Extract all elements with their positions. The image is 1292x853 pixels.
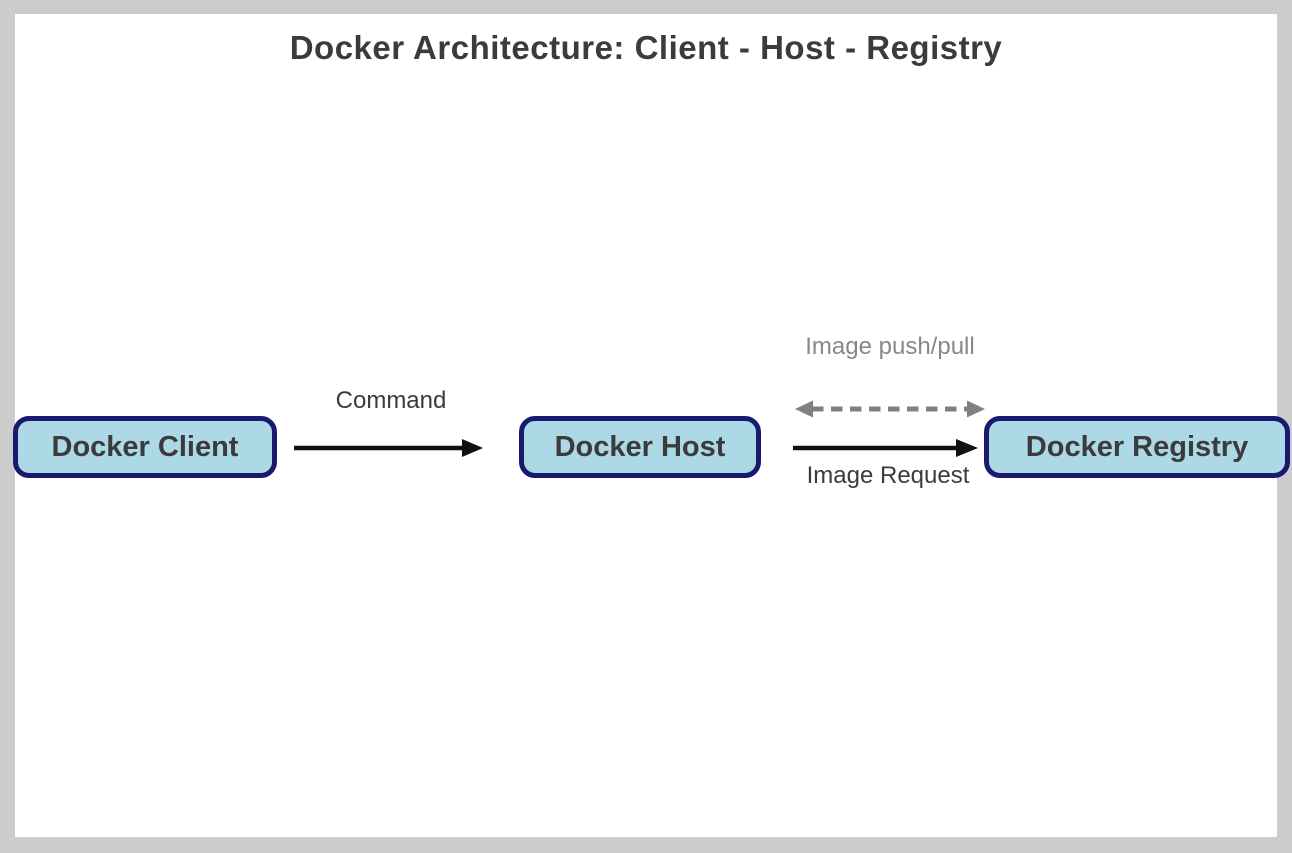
edge-label-command: Command bbox=[335, 387, 447, 414]
node-docker-client: Docker Client bbox=[13, 416, 277, 478]
edge-label-image-push-pull: Image push/pull bbox=[805, 333, 975, 360]
arrow-image-push-pull-icon bbox=[795, 400, 985, 418]
arrow-command-icon bbox=[294, 439, 483, 457]
edge-label-image-request: Image Request bbox=[806, 462, 970, 489]
node-docker-client-label: Docker Client bbox=[51, 430, 239, 463]
node-docker-registry-label: Docker Registry bbox=[1025, 430, 1249, 463]
node-docker-registry: Docker Registry bbox=[984, 416, 1290, 478]
diagram-title: Docker Architecture: Client - Host - Reg… bbox=[289, 29, 1003, 66]
arrow-image-request-icon bbox=[793, 439, 978, 457]
node-docker-host: Docker Host bbox=[519, 416, 761, 478]
node-docker-host-label: Docker Host bbox=[554, 430, 726, 463]
